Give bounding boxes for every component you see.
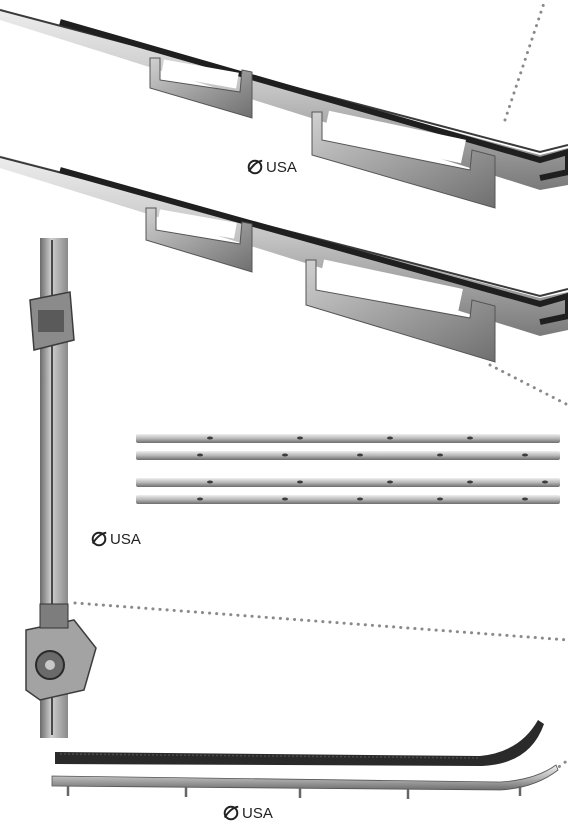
rail-bracket-right	[305, 259, 496, 363]
vertical-window-channel	[25, 238, 97, 738]
rail-rubber	[59, 19, 568, 181]
rail-rubber	[59, 167, 568, 325]
leader-line-middle	[488, 363, 568, 407]
origin-label-text: USA	[242, 804, 273, 822]
weatherstrip-rubber	[55, 720, 544, 766]
leader-line-lower	[73, 601, 568, 642]
leader-line-top	[503, 0, 547, 122]
rail-bracket-left-window	[161, 59, 239, 89]
dotted-leader-lines	[73, 0, 568, 777]
globe-swoosh-icon	[223, 805, 239, 821]
origin-label-middle: USA	[90, 530, 141, 548]
curved-weatherstrip	[51, 720, 559, 799]
origin-label-upper: USA	[246, 158, 297, 176]
regulator-roller-hub	[45, 660, 55, 670]
strip-holes	[197, 436, 548, 501]
origin-label-bottom: USA	[222, 804, 273, 822]
window-strip-2	[136, 451, 560, 460]
lower-guide-block	[39, 603, 69, 629]
origin-label-text: USA	[110, 530, 141, 548]
origin-label-text: USA	[266, 158, 297, 176]
window-strip-3	[136, 478, 560, 487]
rail-bracket-left	[149, 57, 253, 119]
leader-line-bottom	[546, 758, 568, 777]
rail-bracket-right	[311, 111, 496, 209]
window-strip-set	[136, 434, 560, 504]
weatherstrip-metal-base	[51, 764, 559, 791]
rail-bracket-right-window	[319, 259, 463, 313]
rail-bracket-left-window	[157, 209, 237, 239]
window-strip-4	[136, 495, 560, 504]
weatherstrip-clips	[66, 786, 522, 799]
rail-bracket-left	[145, 207, 253, 273]
window-strip-1	[136, 434, 560, 443]
rail-bracket-right-window	[324, 110, 466, 164]
globe-swoosh-icon	[91, 531, 107, 547]
globe-swoosh-icon	[247, 159, 263, 175]
window-channel-rail-2	[0, 155, 568, 363]
window-channel-rail-1	[0, 8, 568, 209]
upper-guide-clip	[38, 310, 64, 332]
